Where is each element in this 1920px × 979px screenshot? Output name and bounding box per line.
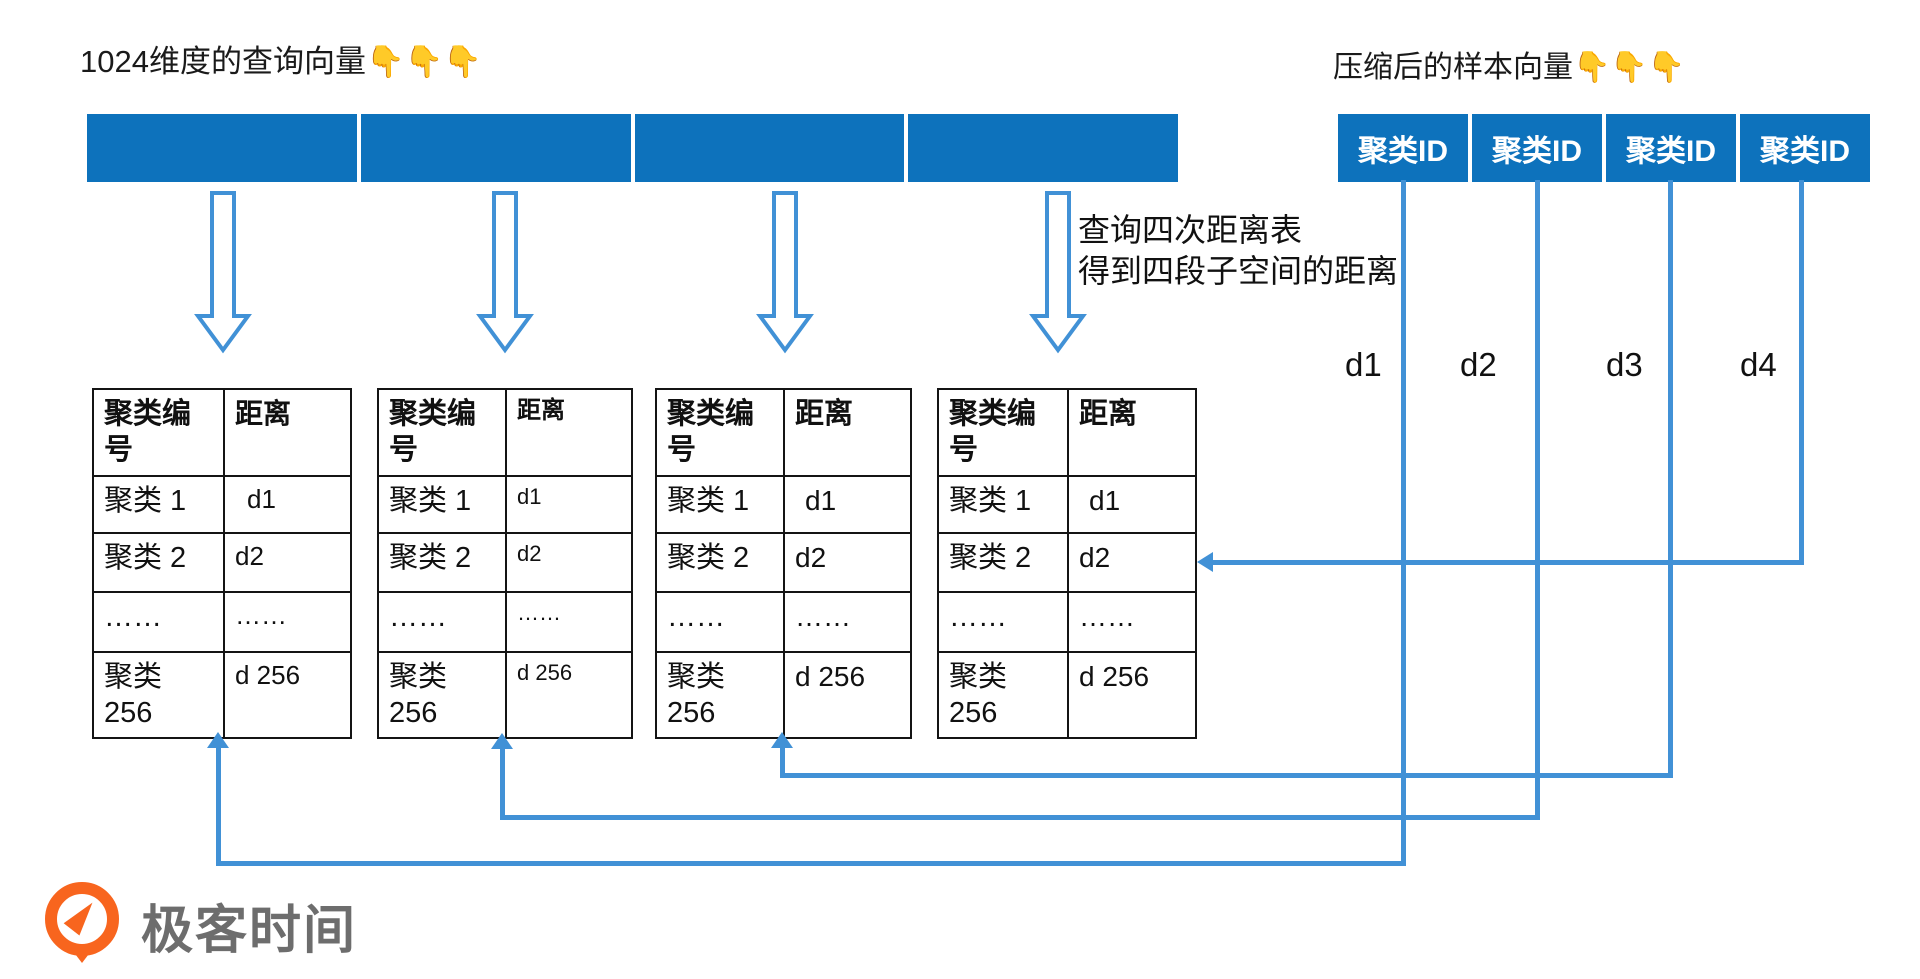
table-cell: 聚类 256 xyxy=(377,650,507,739)
query-vector-bar xyxy=(87,114,1178,182)
connector-4-vertical xyxy=(1799,180,1804,565)
connector-4-arrowhead-icon xyxy=(1197,552,1213,572)
table-cell: d1 xyxy=(223,474,352,534)
query-segment-1 xyxy=(87,114,357,182)
table-cell: d2 xyxy=(1067,531,1197,593)
table-4-header-distance: 距离 xyxy=(1067,388,1197,477)
cluster-id-cell-2: 聚类ID xyxy=(1472,114,1602,182)
table-cell: 聚类 1 xyxy=(655,474,785,534)
connector-1-stub xyxy=(216,747,221,866)
geektime-logo: 极客时间 xyxy=(45,882,357,963)
cluster-id-cell-1: 聚类ID xyxy=(1338,114,1468,182)
sample-vector-title: 压缩后的样本向量👇👇👇 xyxy=(1333,51,1686,84)
query-vector-title: 1024维度的查询向量👇👇👇 xyxy=(80,44,482,79)
table-cell: d2 xyxy=(505,531,633,593)
table-1-header-cluster: 聚类编号 xyxy=(92,388,225,477)
table-cell: d 256 xyxy=(783,650,912,739)
table-3-header-cluster: 聚类编号 xyxy=(655,388,785,477)
table-cell: 聚类 2 xyxy=(377,531,507,593)
table-cell: 聚类 1 xyxy=(937,474,1069,534)
query-segment-4 xyxy=(908,114,1178,182)
cluster-id-cell-3: 聚类ID xyxy=(1606,114,1736,182)
connector-3-horizontal xyxy=(780,773,1673,778)
table-cell: 聚类 1 xyxy=(92,474,225,534)
connector-2-vertical xyxy=(1535,180,1540,820)
connector-3-arrowhead-icon xyxy=(771,732,793,748)
down-arrow-icon-1 xyxy=(194,191,252,354)
table-cell: 聚类 256 xyxy=(655,650,785,739)
table-cell: 聚类 2 xyxy=(937,531,1069,593)
table-cell: …… xyxy=(377,590,507,653)
connector-2-arrowhead-icon xyxy=(491,733,513,749)
annotation-text: 查询四次距离表 得到四段子空间的距离 xyxy=(1078,210,1398,292)
distance-label-d4: d4 xyxy=(1740,346,1777,383)
query-segment-2 xyxy=(360,114,631,182)
distance-label-d3: d3 xyxy=(1606,346,1643,383)
down-arrow-icon-3 xyxy=(756,191,814,354)
connector-3-stub xyxy=(780,747,785,778)
table-cell: d2 xyxy=(223,531,352,593)
down-arrow-icon-2 xyxy=(476,191,534,354)
table-cell: d 256 xyxy=(1067,650,1197,739)
down-arrow-icon-4 xyxy=(1029,191,1087,354)
table-cell: …… xyxy=(783,590,912,653)
table-cell: 聚类 256 xyxy=(92,650,225,739)
table-2-header-distance: 距离 xyxy=(505,388,633,477)
table-2-header-cluster: 聚类编号 xyxy=(377,388,507,477)
table-4-header-cluster: 聚类编号 xyxy=(937,388,1069,477)
table-cell: d 256 xyxy=(505,650,633,739)
distance-label-d2: d2 xyxy=(1460,346,1497,383)
table-cell: 聚类 256 xyxy=(937,650,1069,739)
table-cell: d 256 xyxy=(223,650,352,739)
table-cell: 聚类 2 xyxy=(92,531,225,593)
table-3-header-distance: 距离 xyxy=(783,388,912,477)
table-1-header-distance: 距离 xyxy=(223,388,352,477)
table-cell: d1 xyxy=(505,474,633,534)
query-segment-3 xyxy=(634,114,905,182)
sample-vector-bar: 聚类ID 聚类ID 聚类ID 聚类ID xyxy=(1338,114,1870,182)
table-cell: d2 xyxy=(783,531,912,593)
connector-4-horizontal xyxy=(1211,560,1804,565)
table-cell: …… xyxy=(1067,590,1197,653)
table-cell: …… xyxy=(937,590,1069,653)
table-cell: d1 xyxy=(783,474,912,534)
connector-2-stub xyxy=(500,748,505,820)
connector-1-vertical xyxy=(1401,180,1406,866)
distance-label-d1: d1 xyxy=(1345,346,1382,383)
table-cell: …… xyxy=(92,590,225,653)
table-cell: 聚类 2 xyxy=(655,531,785,593)
table-cell: …… xyxy=(505,590,633,653)
annotation-line-1: 查询四次距离表 xyxy=(1078,212,1303,248)
connector-3-vertical xyxy=(1668,180,1673,778)
table-cell: …… xyxy=(223,590,352,653)
connector-1-horizontal xyxy=(216,861,1406,866)
connector-1-arrowhead-icon xyxy=(207,732,229,748)
table-cell: …… xyxy=(655,590,785,653)
cluster-id-cell-4: 聚类ID xyxy=(1740,114,1870,182)
table-cell: 聚类 1 xyxy=(377,474,507,534)
annotation-line-2: 得到四段子空间的距离 xyxy=(1078,253,1399,289)
connector-2-horizontal xyxy=(500,815,1540,820)
table-cell: d1 xyxy=(1067,474,1197,534)
logo-text: 极客时间 xyxy=(141,902,358,960)
geektime-pin-icon xyxy=(45,882,123,963)
